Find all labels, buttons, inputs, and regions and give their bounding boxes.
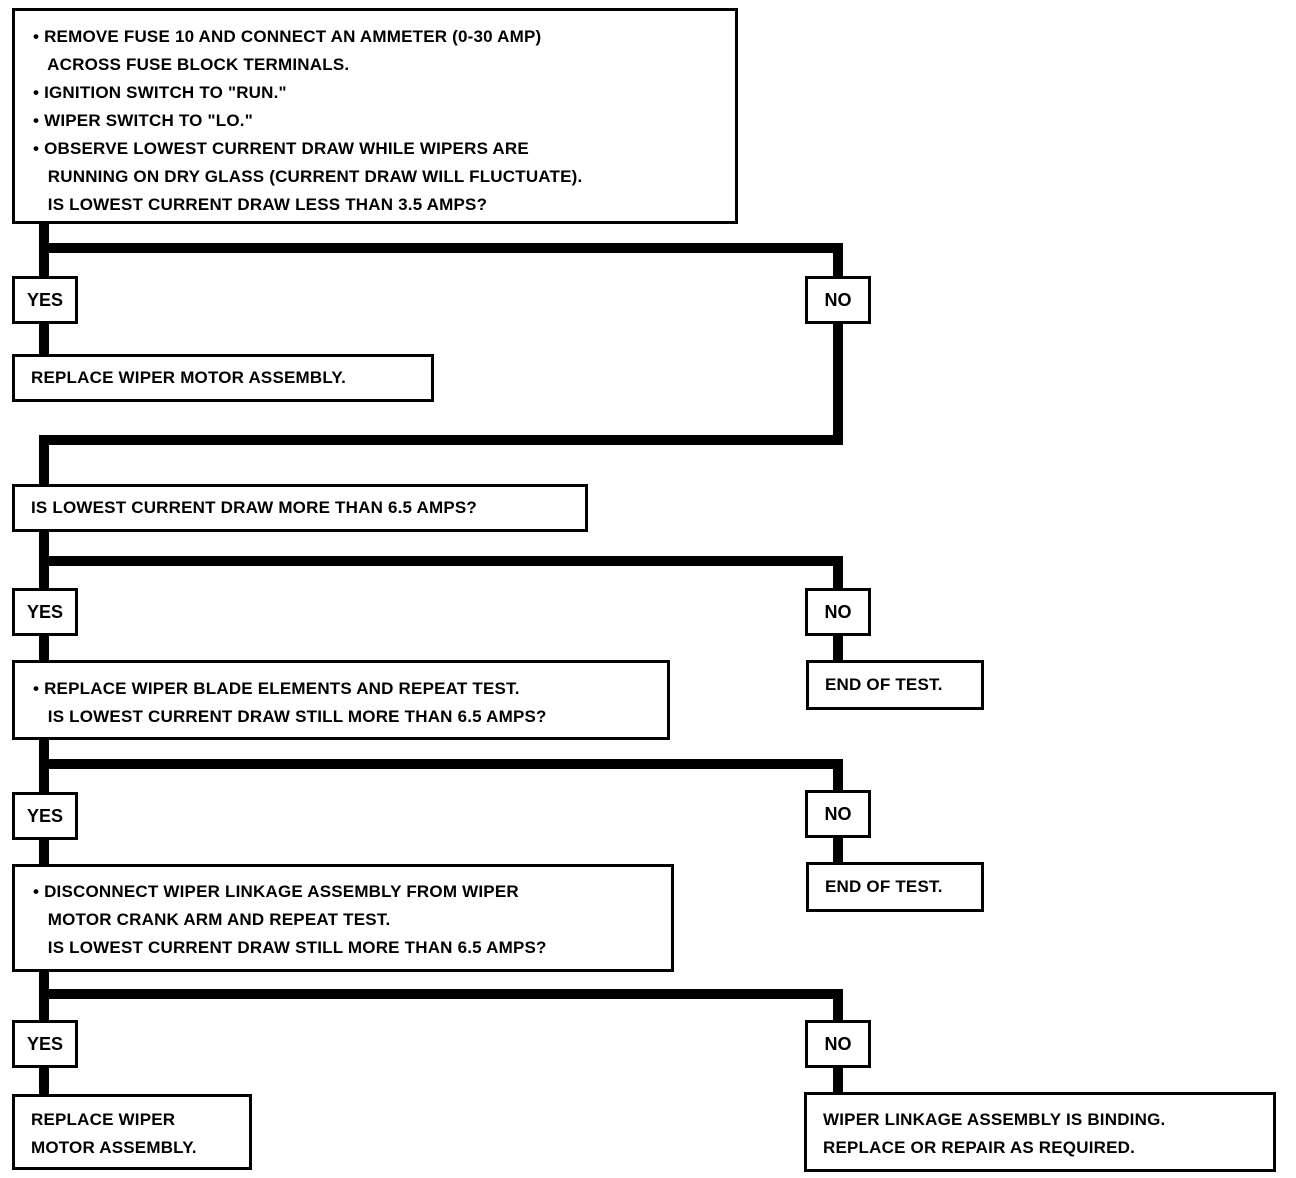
no-label-1: NO bbox=[805, 276, 871, 324]
box-replace-motor-2-line: REPLACE WIPER bbox=[31, 1110, 176, 1129]
box-disconnect-linkage-line: IS LOWEST CURRENT DRAW STILL MORE THAN 6… bbox=[33, 938, 547, 957]
connector-q1-no bbox=[39, 243, 843, 495]
box-replace-motor-2-line: MOTOR ASSEMBLY. bbox=[31, 1138, 197, 1157]
box-replace-motor-2: REPLACE WIPER MOTOR ASSEMBLY. bbox=[12, 1094, 252, 1170]
box-disconnect-linkage-line: MOTOR CRANK ARM AND REPEAT TEST. bbox=[33, 910, 391, 929]
box-end-of-test-1: END OF TEST. bbox=[806, 660, 984, 710]
yes-label-2: YES bbox=[12, 588, 78, 636]
connector-q3-no bbox=[39, 759, 843, 873]
box-replace-motor-1: REPLACE WIPER MOTOR ASSEMBLY. bbox=[12, 354, 434, 402]
box-disconnect-linkage: • DISCONNECT WIPER LINKAGE ASSEMBLY FROM… bbox=[12, 864, 674, 972]
box-first-test-line: RUNNING ON DRY GLASS (CURRENT DRAW WILL … bbox=[33, 167, 583, 186]
box-linkage-binding-line: REPLACE OR REPAIR AS REQUIRED. bbox=[823, 1138, 1136, 1157]
box-replace-blades-line: • REPLACE WIPER BLADE ELEMENTS AND REPEA… bbox=[33, 679, 520, 698]
box-disconnect-linkage-line: • DISCONNECT WIPER LINKAGE ASSEMBLY FROM… bbox=[33, 882, 519, 901]
box-replace-blades: • REPLACE WIPER BLADE ELEMENTS AND REPEA… bbox=[12, 660, 670, 740]
yes-label-4: YES bbox=[12, 1020, 78, 1068]
box-first-test-line: ACROSS FUSE BLOCK TERMINALS. bbox=[33, 55, 350, 74]
box-question-65: IS LOWEST CURRENT DRAW MORE THAN 6.5 AMP… bbox=[12, 484, 588, 532]
box-first-test-line: IS LOWEST CURRENT DRAW LESS THAN 3.5 AMP… bbox=[33, 195, 488, 214]
no-label-3: NO bbox=[805, 790, 871, 838]
box-first-test-line: • WIPER SWITCH TO "LO." bbox=[33, 111, 253, 130]
box-linkage-binding: WIPER LINKAGE ASSEMBLY IS BINDING. REPLA… bbox=[804, 1092, 1276, 1172]
box-first-test-line: • REMOVE FUSE 10 AND CONNECT AN AMMETER … bbox=[33, 27, 542, 46]
box-first-test-line: • IGNITION SWITCH TO "RUN." bbox=[33, 83, 287, 102]
box-linkage-binding-line: WIPER LINKAGE ASSEMBLY IS BINDING. bbox=[823, 1110, 1166, 1129]
box-replace-blades-line: IS LOWEST CURRENT DRAW STILL MORE THAN 6… bbox=[33, 707, 547, 726]
yes-label-1: YES bbox=[12, 276, 78, 324]
box-first-test-line: • OBSERVE LOWEST CURRENT DRAW WHILE WIPE… bbox=[33, 139, 529, 158]
no-label-4: NO bbox=[805, 1020, 871, 1068]
connector-q4-no bbox=[39, 989, 843, 1103]
box-end-of-test-2: END OF TEST. bbox=[806, 862, 984, 912]
box-first-test: • REMOVE FUSE 10 AND CONNECT AN AMMETER … bbox=[12, 8, 738, 224]
yes-label-3: YES bbox=[12, 792, 78, 840]
no-label-2: NO bbox=[805, 588, 871, 636]
connector-q2-no bbox=[39, 556, 843, 673]
